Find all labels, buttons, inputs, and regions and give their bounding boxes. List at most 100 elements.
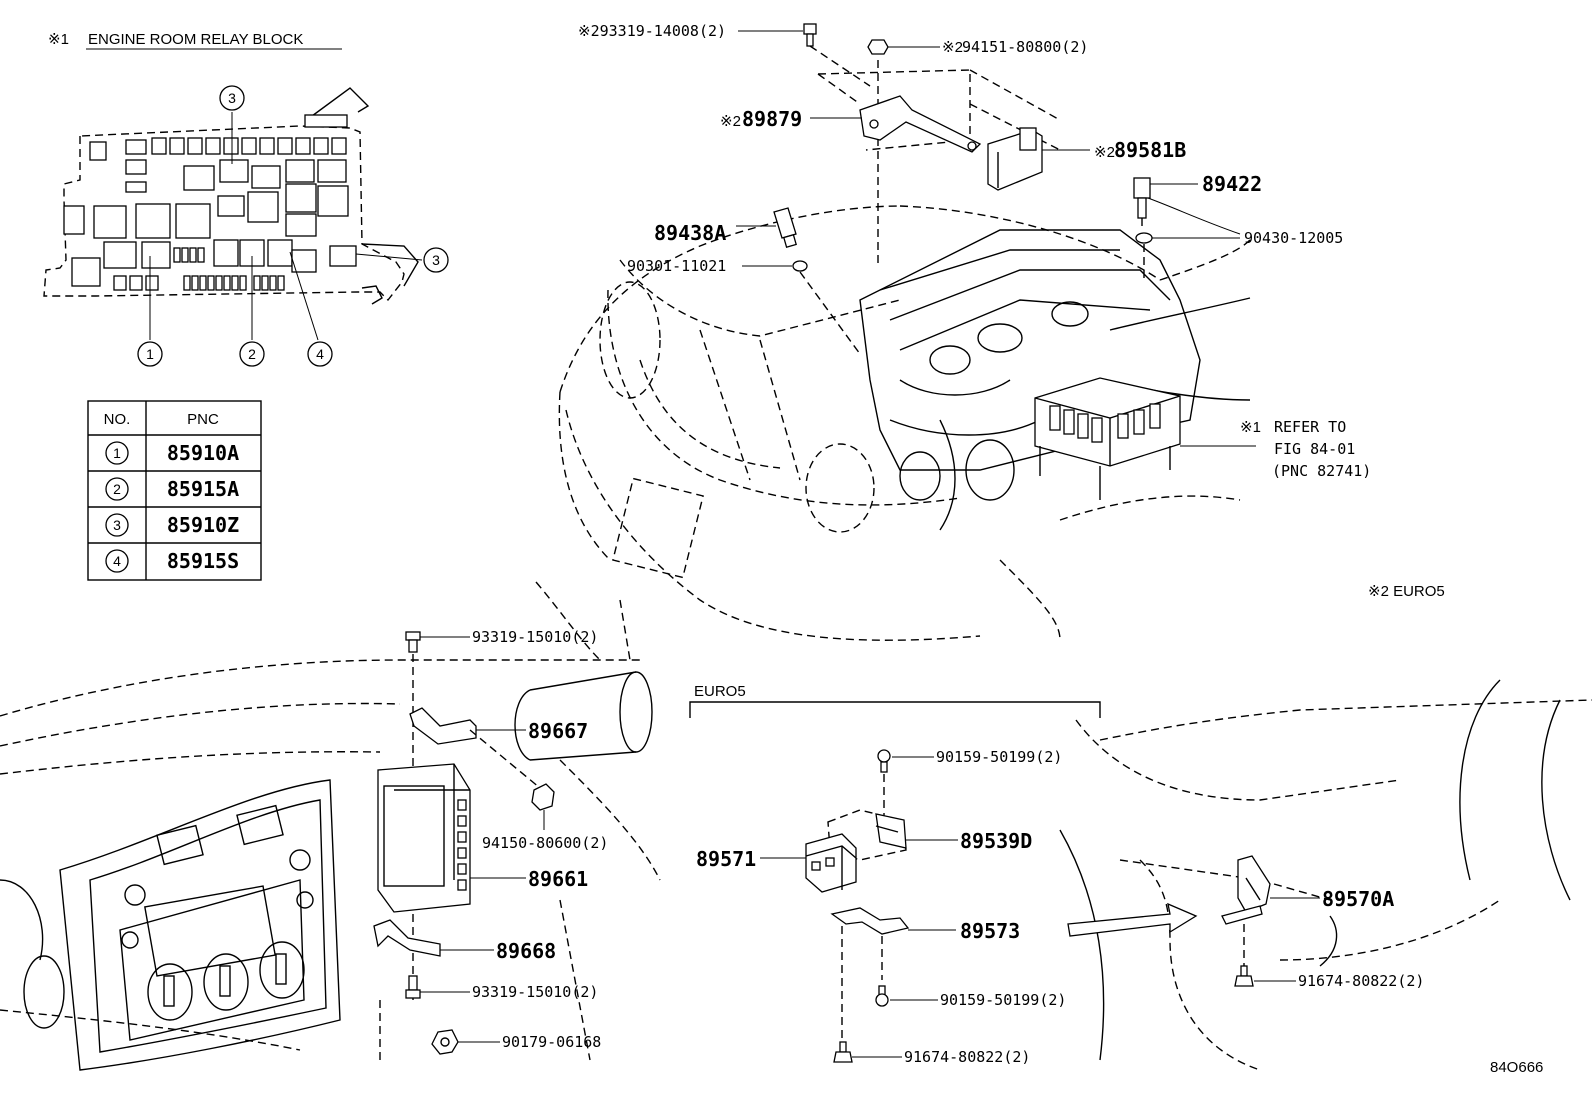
fender-lower (1059, 495, 1241, 521)
label-ecu: 89581B (1114, 138, 1186, 162)
table-row: 1 85910A (105, 441, 239, 465)
relay-board-lead (361, 243, 419, 287)
callout-leader (355, 253, 423, 261)
body-line (1319, 915, 1338, 967)
clip-dash-icon (431, 1029, 459, 1055)
callout-circle (137, 341, 163, 367)
ecu-89581b-icon (987, 127, 1043, 191)
label-ecu-mark: ※2 (1094, 144, 1115, 161)
bolt-euro-right-icon (1234, 965, 1254, 987)
label-sensor-right: 89422 (1202, 172, 1262, 196)
grille-bar (759, 339, 801, 481)
dash-line (535, 581, 601, 661)
bolt-dash-bottom-icon (405, 975, 421, 999)
body-outline (558, 391, 611, 561)
callout-number: 3 (228, 90, 236, 106)
sensor-89422-icon (1133, 177, 1151, 226)
headlight-left (599, 281, 661, 399)
callout-number: 2 (248, 346, 256, 362)
label-dash-ecu: 89661 (528, 867, 588, 891)
relay-block-mark: ※1 (48, 31, 69, 48)
module-89571-icon (805, 833, 857, 893)
sensor-89438a-icon (773, 207, 797, 248)
relay-board-hook (361, 285, 383, 305)
label-dash-bracket-top: 89667 (528, 719, 588, 743)
headlight-right (805, 443, 875, 533)
label-dash-clip: 90179-06168 (502, 1033, 601, 1051)
fender-line (899, 205, 1161, 281)
row-pnc: 85910Z (167, 513, 239, 537)
nut-top-icon (867, 39, 889, 55)
relay-block-section: ※1 ENGINE ROOM RELAY BLOCK (43, 31, 449, 367)
table-header-pnc: PNC (187, 411, 219, 428)
screw-euro-bottom-icon (875, 985, 889, 1007)
grille-lower (607, 289, 961, 506)
nut-dash-icon (531, 783, 555, 811)
engine-relay-block (1034, 377, 1181, 500)
body-line (1059, 829, 1105, 1061)
grille-bar (699, 329, 751, 481)
label-gasket-right: 90430-12005 (1244, 229, 1343, 247)
callout-leader (289, 251, 319, 341)
euro5-bracket (689, 701, 1101, 718)
relay-block-title: ENGINE ROOM RELAY BLOCK (88, 31, 303, 48)
leader (1147, 197, 1241, 235)
body-line (1075, 719, 1401, 801)
body-line (1119, 859, 1331, 901)
body-line (1099, 699, 1592, 741)
sensor-89570a-icon (1221, 855, 1271, 925)
callout-circle (219, 85, 245, 111)
label-bracket-mark: ※2 (720, 113, 741, 130)
row-number: 4 (113, 553, 121, 569)
dash-top (0, 659, 640, 717)
relay-connector (304, 114, 348, 128)
table-row: 4 85915S (105, 549, 239, 573)
dashboard-section: 93319-15010(2) 89667 94150-80600(2) 8966… (0, 581, 661, 1071)
bracket-path (469, 729, 541, 789)
bracket-dash (969, 103, 1061, 151)
dash-line (559, 899, 591, 1061)
callout-number: 4 (316, 346, 324, 362)
label-euro-sensor: 89570A (1322, 887, 1394, 911)
bracket-89573-icon (830, 907, 910, 935)
bracket-89667-icon (409, 707, 477, 745)
table-frame (87, 400, 262, 581)
screw-euro-top-icon (877, 749, 891, 773)
bracket-outline (817, 69, 971, 151)
engine-block (859, 229, 1251, 531)
bracket-89539d-icon (875, 813, 907, 849)
callout-circle (423, 247, 449, 273)
label-dash-bolt-top: 93319-15010(2) (472, 628, 598, 646)
direction-arrow-icon (1067, 902, 1198, 937)
refer-line-1: REFER TO (1274, 418, 1346, 436)
refer-line-3: (PNC 82741) (1272, 462, 1371, 480)
gasket-left-icon (792, 260, 808, 272)
steering-column (514, 671, 653, 761)
callout-circle (239, 341, 265, 367)
label-euro-bracket-b: 89573 (960, 919, 1020, 943)
label-euro-bolt-bottom: 91674-80822(2) (904, 1048, 1030, 1066)
label-dash-bracket-bottom: 89668 (496, 939, 556, 963)
gasket-dash (799, 271, 861, 355)
label-gasket-left: 90301-11021 (627, 257, 726, 275)
euro-note: ※2 EURO5 (1368, 583, 1445, 600)
body-line (1459, 679, 1501, 881)
label-euro-screw-top: 90159-50199(2) (936, 748, 1062, 766)
callout-number: 1 (146, 346, 154, 362)
label-bolt-top: ※293319-14008(2) (578, 22, 726, 40)
center-console (0, 779, 341, 1071)
row-number: 1 (113, 445, 121, 461)
bolt-path (809, 45, 871, 87)
refer-line-2: FIG 84-01 (1274, 440, 1355, 458)
dash-line (559, 759, 661, 881)
hood-outline (559, 205, 901, 393)
label-dash-nut: 94150-80600(2) (482, 834, 608, 852)
table-row: 2 85915A (105, 477, 239, 501)
wheel-arch (999, 559, 1061, 641)
label-bracket: 89879 (742, 107, 802, 131)
callout-number: 3 (432, 252, 440, 268)
euro5-label: EURO5 (694, 683, 746, 700)
dash-line (0, 751, 381, 775)
body-line (1139, 859, 1261, 1071)
grille-outline (619, 259, 901, 337)
